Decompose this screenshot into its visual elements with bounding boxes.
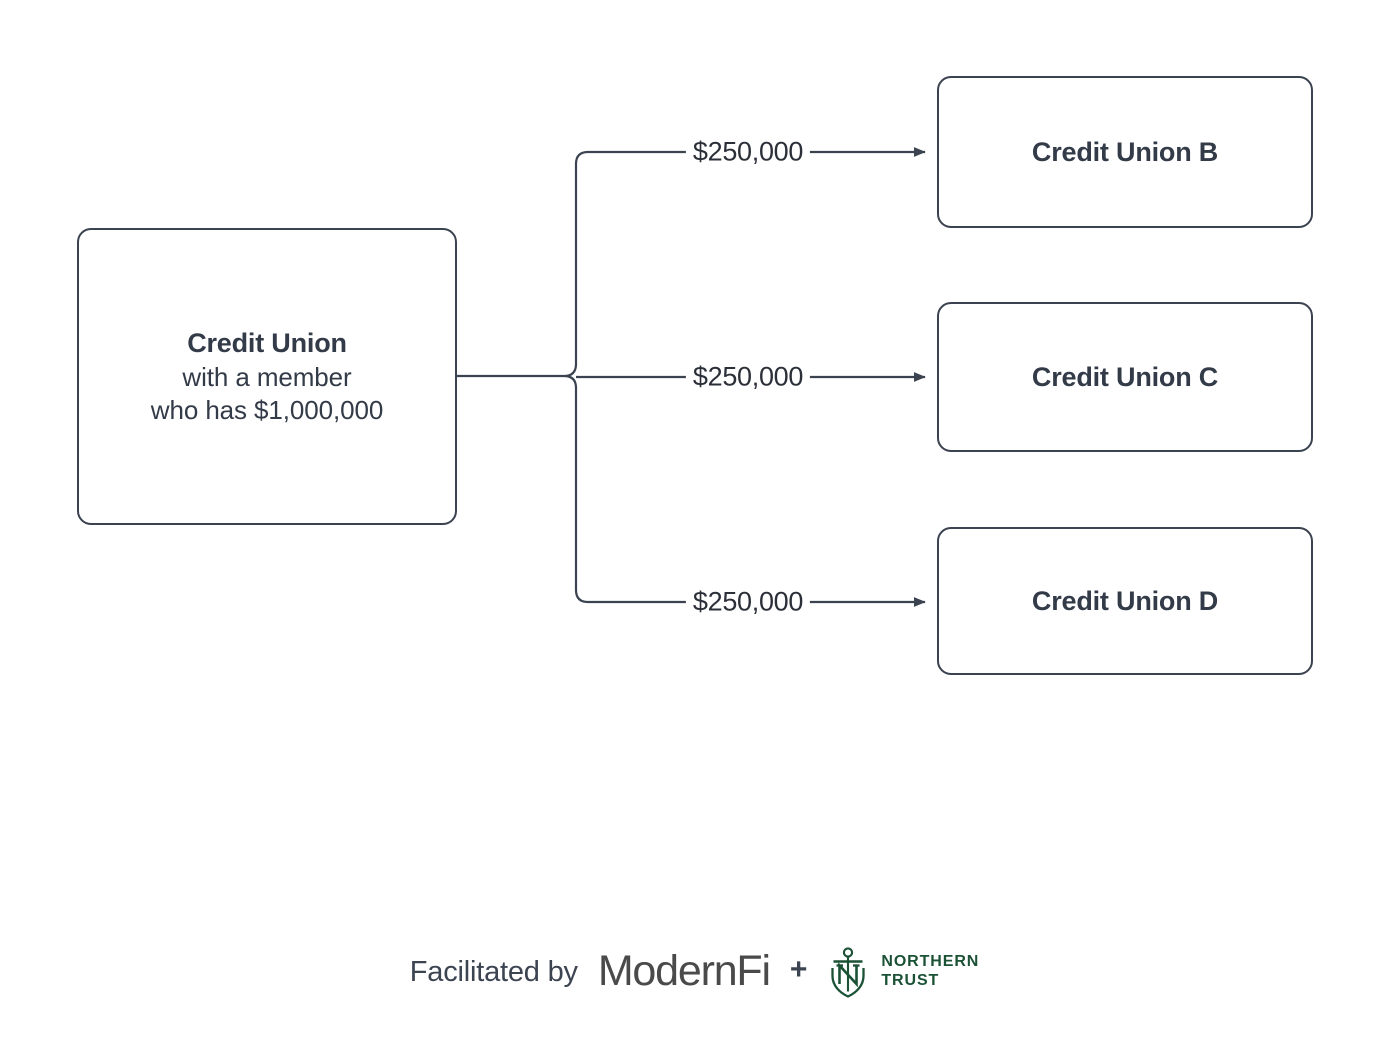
northern-trust-line1: NORTHERN — [881, 953, 980, 971]
edge-to-credit-union-b — [574, 147, 926, 165]
edge-trunk-vertical — [563, 162, 578, 592]
modernfi-logo-wordmark: ModernFi — [597, 946, 771, 995]
node-credit-union-c[interactable]: Credit Union C — [937, 302, 1313, 452]
edge-label-amount-d: $250,000 — [685, 588, 811, 616]
source-node-subtitle-line2: who has $1,000,000 — [150, 394, 384, 425]
northern-trust-line2: TRUST — [881, 972, 940, 989]
edge-label-amount-b: $250,000 — [685, 138, 811, 166]
node-credit-union-b[interactable]: Credit Union B — [937, 76, 1313, 228]
node-credit-union-d[interactable]: Credit Union D — [937, 527, 1313, 675]
plus-separator: + — [789, 953, 808, 986]
node-source-credit-union[interactable]: Credit Union with a member who has $1,00… — [77, 228, 457, 525]
northern-trust-logo: NORTHERN TRUST — [825, 946, 979, 998]
node-credit-union-b-label: Credit Union B — [1031, 136, 1219, 167]
northern-trust-wordmark: NORTHERN TRUST — [881, 953, 979, 991]
northern-trust-anchor-icon — [831, 947, 866, 998]
source-node-title: Credit Union — [187, 327, 347, 358]
node-credit-union-d-label: Credit Union D — [1031, 585, 1219, 616]
facilitated-by-text: Facilitated by — [409, 955, 578, 988]
footer-credit: Facilitated by ModernFi + — [0, 946, 1389, 998]
source-node-subtitle-line1: with a member — [182, 361, 352, 392]
node-credit-union-c-label: Credit Union C — [1031, 361, 1219, 392]
edge-label-amount-c: $250,000 — [685, 363, 811, 391]
edge-to-credit-union-d — [574, 589, 926, 607]
